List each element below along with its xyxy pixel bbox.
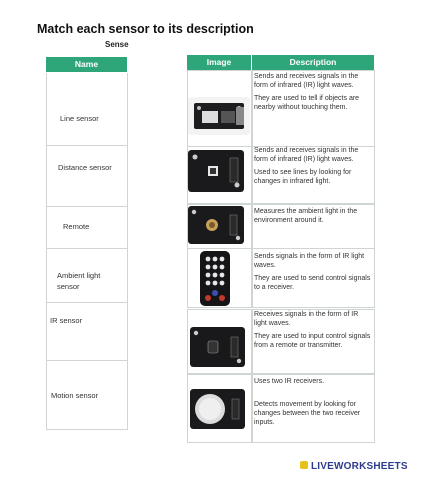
- worksheet-title: Match each sensor to its description: [37, 22, 254, 36]
- description-text: Sends and receives signals in the form o…: [254, 147, 359, 163]
- description-text: Detects movement by looking for changes …: [254, 401, 361, 426]
- description-cell: [251, 309, 375, 375]
- image-column-header: Image: [187, 55, 251, 70]
- column-group-label: Sense: [105, 40, 129, 49]
- remote-control-icon: [200, 251, 230, 306]
- description-5[interactable]: Receives signals in the form of IR light…: [254, 310, 372, 354]
- name-column-header: Name: [46, 57, 127, 72]
- description-text: Measures the ambient light in the enviro…: [254, 208, 358, 224]
- description-text: They are used to send control signals to…: [254, 275, 371, 291]
- sensor-name-distance[interactable]: Distance sensor: [58, 163, 112, 172]
- sensor-name-motion[interactable]: Motion sensor: [51, 391, 99, 400]
- row-divider: [46, 302, 127, 303]
- description-text: Sends signals in the form of IR light wa…: [254, 253, 365, 269]
- image-cell: [187, 373, 253, 443]
- description-text: Receives signals in the form of IR light…: [254, 311, 359, 327]
- row-divider: [46, 248, 127, 249]
- liveworksheets-logo: LIVEWORKSHEETS: [300, 461, 408, 472]
- image-cell: [187, 248, 253, 308]
- description-text: Uses two IR receivers.: [254, 378, 325, 385]
- ir-receiver-icon: [190, 327, 245, 367]
- description-cell: [251, 146, 375, 204]
- description-2[interactable]: Sends and receives signals in the form o…: [254, 146, 372, 190]
- light-module-icon: [188, 206, 244, 244]
- row-divider: [46, 206, 127, 207]
- sensor-name-line[interactable]: Line sensor: [60, 114, 99, 123]
- brand-name: LIVEWORKSHEETS: [311, 461, 408, 472]
- description-4[interactable]: Sends signals in the form of IR light wa…: [254, 252, 372, 296]
- sensor-name-remote[interactable]: Remote: [63, 222, 90, 231]
- description-3[interactable]: Measures the ambient light in the enviro…: [254, 207, 372, 229]
- description-1[interactable]: Sends and receives signals in the form o…: [254, 72, 372, 116]
- description-text: They are used to input control signals f…: [254, 333, 371, 349]
- line-module-icon: [188, 150, 244, 192]
- description-6[interactable]: Uses two IR receivers. Detects movement …: [254, 377, 372, 431]
- row-divider: [46, 360, 127, 361]
- description-cell: [251, 248, 375, 308]
- row-divider: [46, 145, 127, 146]
- image-cell: [187, 146, 253, 204]
- ir-module-icon: [188, 97, 250, 135]
- sensor-name-ir[interactable]: IR sensor: [50, 316, 83, 325]
- description-text: They are used to tell if objects are nea…: [254, 95, 360, 111]
- description-cell: [251, 373, 375, 443]
- description-text: Sends and receives signals in the form o…: [254, 73, 359, 89]
- description-text: Used to see lines by looking for changes…: [254, 169, 352, 185]
- image-cell: [187, 309, 253, 375]
- name-column: [46, 73, 128, 430]
- brand-mark-icon: [300, 461, 308, 469]
- description-column-header: Description: [252, 55, 374, 70]
- sensor-name-ambient[interactable]: Ambient light sensor: [57, 271, 101, 291]
- pir-sensor-icon: [190, 389, 245, 429]
